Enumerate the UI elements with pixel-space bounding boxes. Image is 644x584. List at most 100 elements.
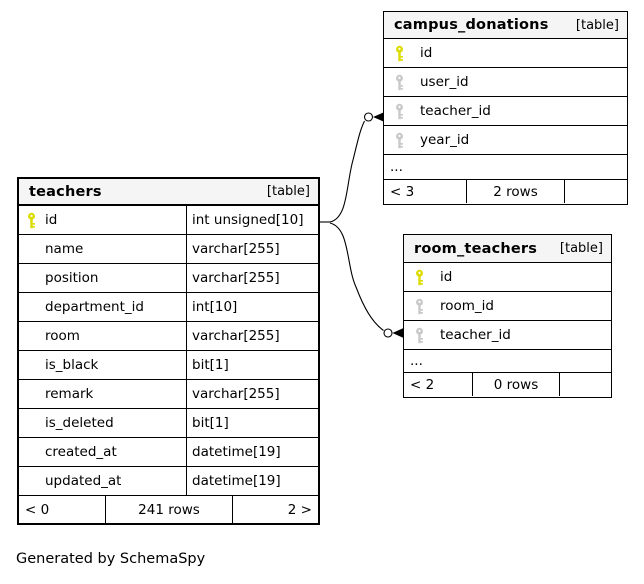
- column-row-created_at: created_at datetime[19]: [19, 438, 318, 467]
- column-name: remark: [45, 386, 94, 402]
- column-name-cell: created_at: [19, 438, 186, 466]
- footer-next-count: 2 >: [232, 496, 318, 523]
- table-tag: [table]: [575, 17, 619, 33]
- column-name-cell: id: [19, 206, 186, 234]
- table-title: teachers: [29, 183, 102, 200]
- table-room-teachers-footer: < 2 0 rows: [404, 373, 611, 396]
- primary-key-icon: [19, 212, 45, 229]
- generated-by-note: Generated by SchemaSpy: [16, 551, 206, 567]
- column-type: datetime[19]: [186, 467, 318, 495]
- column-row-id: id: [384, 39, 627, 68]
- footer-row-count: 0 rows: [472, 373, 559, 396]
- footer-prev-count: < 0: [25, 501, 50, 518]
- column-name-cell: room: [19, 322, 186, 350]
- column-name-cell: teacher_id: [384, 97, 627, 125]
- footer-prev-count: < 2: [410, 376, 435, 393]
- table-room-teachers-rows: id room_id teacher_id: [404, 263, 611, 350]
- column-type: int[10]: [186, 293, 318, 321]
- column-row-name: name varchar[255]: [19, 235, 318, 264]
- relationship-arrow-room-teachers: [392, 328, 403, 338]
- column-name-cell: is_black: [19, 351, 186, 379]
- column-name: position: [45, 270, 99, 286]
- table-room-teachers[interactable]: room_teachers [table] id room_id teacher_i…: [403, 234, 612, 398]
- column-name-cell: room_id: [404, 292, 611, 320]
- column-type: datetime[19]: [186, 438, 318, 466]
- column-row-updated_at: updated_at datetime[19]: [19, 467, 318, 496]
- column-name: teacher_id: [440, 327, 511, 343]
- foreign-key-icon: [384, 74, 420, 91]
- column-row-is_deleted: is_deleted bit[1]: [19, 409, 318, 438]
- column-type: bit[1]: [186, 409, 318, 437]
- column-name-cell: id: [404, 263, 611, 291]
- column-row-room: room varchar[255]: [19, 322, 318, 351]
- column-row-teacher_id: teacher_id: [404, 321, 611, 350]
- foreign-key-icon: [384, 103, 420, 120]
- table-campus-donations-header[interactable]: campus_donations [table]: [384, 12, 627, 39]
- relationship-dot-room-teachers: [383, 328, 393, 338]
- relationship-curve-campus-donations: [329, 120, 365, 223]
- table-teachers-header[interactable]: teachers [table]: [19, 179, 318, 206]
- column-name: id: [45, 212, 58, 228]
- column-row-remark: remark varchar[255]: [19, 380, 318, 409]
- column-name: room: [45, 328, 80, 344]
- column-row-id: id: [404, 263, 611, 292]
- column-name-cell: department_id: [19, 293, 186, 321]
- relationship-curve-room-teachers: [329, 222, 384, 331]
- column-row-user_id: user_id: [384, 68, 627, 97]
- footer-row-count: 2 rows: [466, 180, 564, 203]
- footer-next-count: [564, 180, 627, 203]
- column-type: varchar[255]: [186, 380, 318, 408]
- table-tag: [table]: [266, 184, 310, 199]
- footer-next-count: [559, 373, 611, 396]
- table-tag: [table]: [559, 241, 603, 256]
- column-name-cell: name: [19, 235, 186, 263]
- column-name: teacher_id: [420, 103, 491, 119]
- column-row-is_black: is_black bit[1]: [19, 351, 318, 380]
- column-name-cell: id: [384, 39, 627, 67]
- hidden-columns-ellipsis: ...: [384, 155, 627, 180]
- footer-prev-count: < 3: [390, 183, 415, 200]
- column-name-cell: updated_at: [19, 467, 186, 495]
- column-type: bit[1]: [186, 351, 318, 379]
- column-row-position: position varchar[255]: [19, 264, 318, 293]
- primary-key-icon: [384, 45, 420, 62]
- table-teachers-footer: < 0 241 rows 2 >: [19, 496, 318, 523]
- column-name: department_id: [45, 299, 144, 315]
- table-room-teachers-header[interactable]: room_teachers [table]: [404, 235, 611, 263]
- column-name: is_deleted: [45, 415, 114, 431]
- column-row-department_id: department_id int[10]: [19, 293, 318, 322]
- column-name-cell: year_id: [384, 126, 627, 154]
- table-campus-donations-rows: id user_id teacher_id year_id: [384, 39, 627, 155]
- column-name: user_id: [420, 74, 469, 90]
- column-type: varchar[255]: [186, 264, 318, 292]
- column-name: name: [45, 241, 84, 257]
- column-type: varchar[255]: [186, 235, 318, 263]
- relationship-dot-campus-donations: [363, 112, 374, 122]
- primary-key-icon: [404, 269, 440, 286]
- column-name-cell: is_deleted: [19, 409, 186, 437]
- foreign-key-icon: [404, 298, 440, 315]
- foreign-key-icon: [384, 132, 420, 149]
- table-campus-donations-footer: < 3 2 rows: [384, 180, 627, 203]
- column-name: created_at: [45, 444, 117, 460]
- table-title: room_teachers: [414, 240, 538, 257]
- column-name-cell: teacher_id: [404, 321, 611, 349]
- footer-row-count: 241 rows: [105, 496, 232, 523]
- column-type: varchar[255]: [186, 322, 318, 350]
- column-name-cell: position: [19, 264, 186, 292]
- column-name: id: [440, 269, 453, 285]
- column-name: id: [420, 45, 433, 61]
- column-row-room_id: room_id: [404, 292, 611, 321]
- column-name: is_black: [45, 357, 99, 373]
- column-name-cell: user_id: [384, 68, 627, 96]
- column-name: year_id: [420, 132, 470, 148]
- column-name-cell: remark: [19, 380, 186, 408]
- column-row-year_id: year_id: [384, 126, 627, 155]
- column-name: updated_at: [45, 473, 122, 489]
- column-row-teacher_id: teacher_id: [384, 97, 627, 126]
